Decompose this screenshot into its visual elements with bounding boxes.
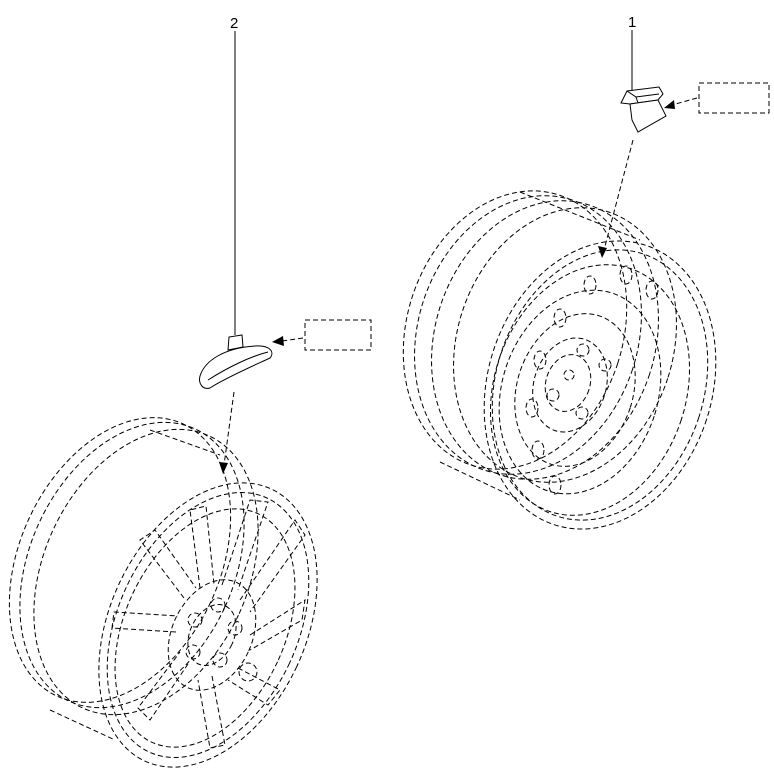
- steel-wheel-lug-nuts: [546, 343, 612, 420]
- steel-wheel-tire: [402, 190, 677, 501]
- alloy-wheel-rim: [98, 482, 318, 768]
- callout-label-2: 2: [230, 15, 238, 32]
- part-number-box-1: [698, 82, 770, 114]
- clip-on-weight-part-1: [620, 86, 667, 133]
- steel-wheel-assembly: [402, 190, 717, 530]
- part-number-box-2: [304, 319, 372, 351]
- arrow-to-alloy-rim: [219, 391, 235, 474]
- alloy-wheel-lug-nuts: [185, 597, 258, 682]
- arrow-to-steel-rim: [598, 139, 634, 258]
- clip-on-weight-part-2: [199, 334, 273, 389]
- alloy-wheel-tire: [8, 417, 259, 741]
- alloy-wheel-spokes: [111, 499, 306, 749]
- arrow-to-weight-1: [664, 97, 698, 109]
- steel-wheel-rim: [483, 240, 717, 530]
- callout-label-1: 1: [628, 14, 636, 31]
- alloy-wheel-assembly: [8, 417, 318, 768]
- arrow-to-weight-2: [272, 336, 304, 346]
